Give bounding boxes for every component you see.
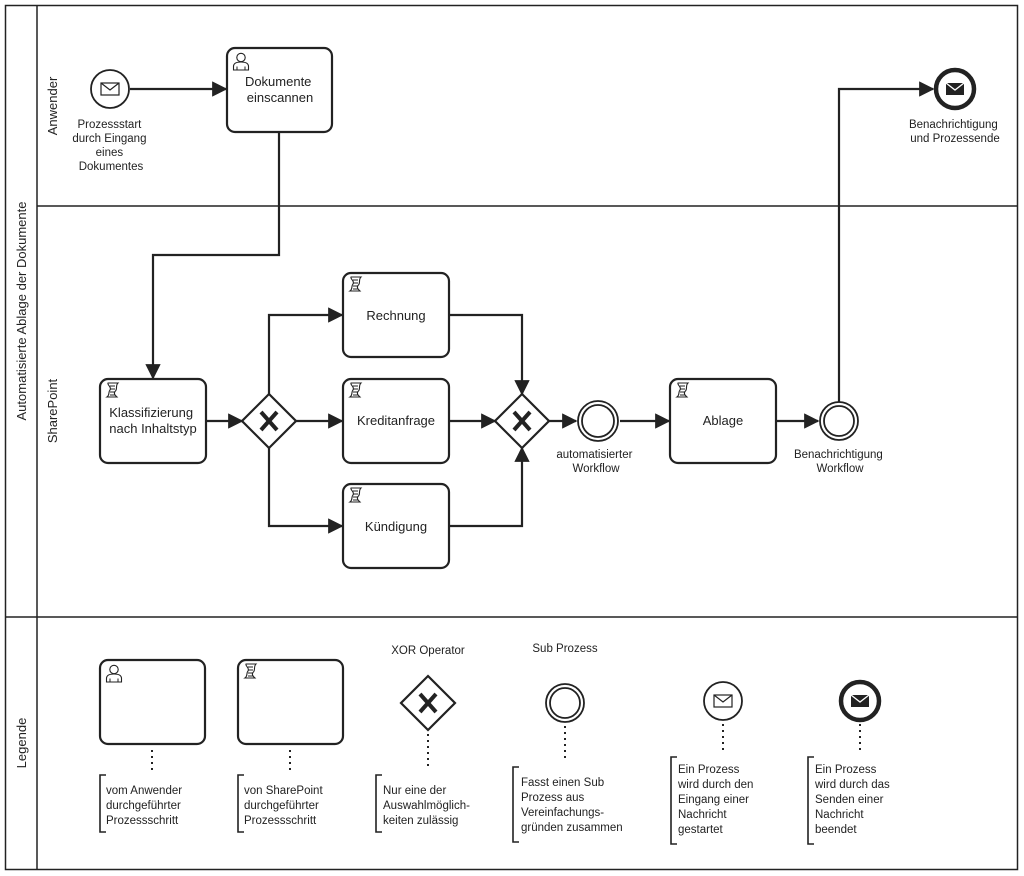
envelope-icon [850,694,870,707]
legend-message-end [807,679,882,845]
lane-label-anwender: Anwender [45,76,60,135]
subprocess-benachrichtigung-label: Benachrichtigung Workflow [794,449,886,475]
subprocess-automatisierter-workflow [577,400,619,442]
legend-sharepoint-task-desc: von SharePoint durchgeführter Prozesssch… [244,785,326,827]
svg-text:Rechnung: Rechnung [366,308,425,323]
svg-text:Ablage: Ablage [703,413,743,428]
legend-xor-desc: Nur eine der Auswahlmöglich- keiten zulä… [383,785,473,827]
task-klassifizierung: Klassifizierung nach Inhaltstyp [98,377,208,465]
sequence-flows [130,81,935,534]
legend-subprocess-title: Sub Prozess [532,643,597,655]
subprocess-benachrichtigung-workflow [819,401,859,441]
legend-message-end-desc: Ein Prozess wird durch das Senden einer … [814,764,893,836]
legend-user-task-desc: vom Anwender durchgeführter Prozessschri… [106,785,185,827]
end-event-label: Benachrichtigung und Prozessende [909,119,1001,145]
task-dokumente-einscannen: Dokumente einscannen [225,46,334,134]
task-kuendigung: Kündigung [341,482,451,570]
svg-text:Klassifizierung nach Inh: Klassifizierung nach Inhaltstyp [109,405,196,436]
legend-subprocess [512,683,585,843]
lane-label-legende: Legende [14,718,29,769]
svg-text:Kreditanfrage: Kreditanfrage [357,413,435,428]
task-kreditanfrage: Kreditanfrage [341,377,451,465]
legend-xor-gateway [375,674,457,833]
lane-label-sharepoint: SharePoint [45,378,60,443]
subprocess-workflow-label: automatisierter Workflow [556,449,635,475]
pool-title: Automatisierte Ablage der Dokumente [14,202,29,421]
start-event-label: Prozessstart durch Eingang eines Dokumen… [72,119,149,173]
legend-subprocess-desc: Fasst einen Sub Prozess aus Vereinfachun… [521,777,623,834]
svg-text:Dokumente einscannen: Dokumente einscannen [245,74,315,105]
xor-x-icon [259,410,279,432]
end-message-event [933,67,977,111]
legend-message-start-desc: Ein Prozess wird durch den Eingang einer… [677,764,757,836]
pool-frame [4,4,1019,871]
legend-sharepoint-task [236,658,345,833]
legend-message-start [670,681,743,845]
task-ablage: Ablage [668,377,778,465]
envelope-icon [945,82,965,95]
svg-text:Kündigung: Kündigung [365,519,427,534]
legend-xor-title: XOR Operator [391,645,465,657]
legend-user-task [98,658,207,833]
xor-x-icon [512,410,532,432]
start-message-event [90,69,130,109]
xor-gateway-split [240,392,298,450]
xor-gateway-join [493,392,551,450]
envelope-icon [100,82,120,96]
task-rechnung: Rechnung [341,271,451,359]
xor-x-icon [418,692,438,714]
envelope-icon [713,694,733,708]
